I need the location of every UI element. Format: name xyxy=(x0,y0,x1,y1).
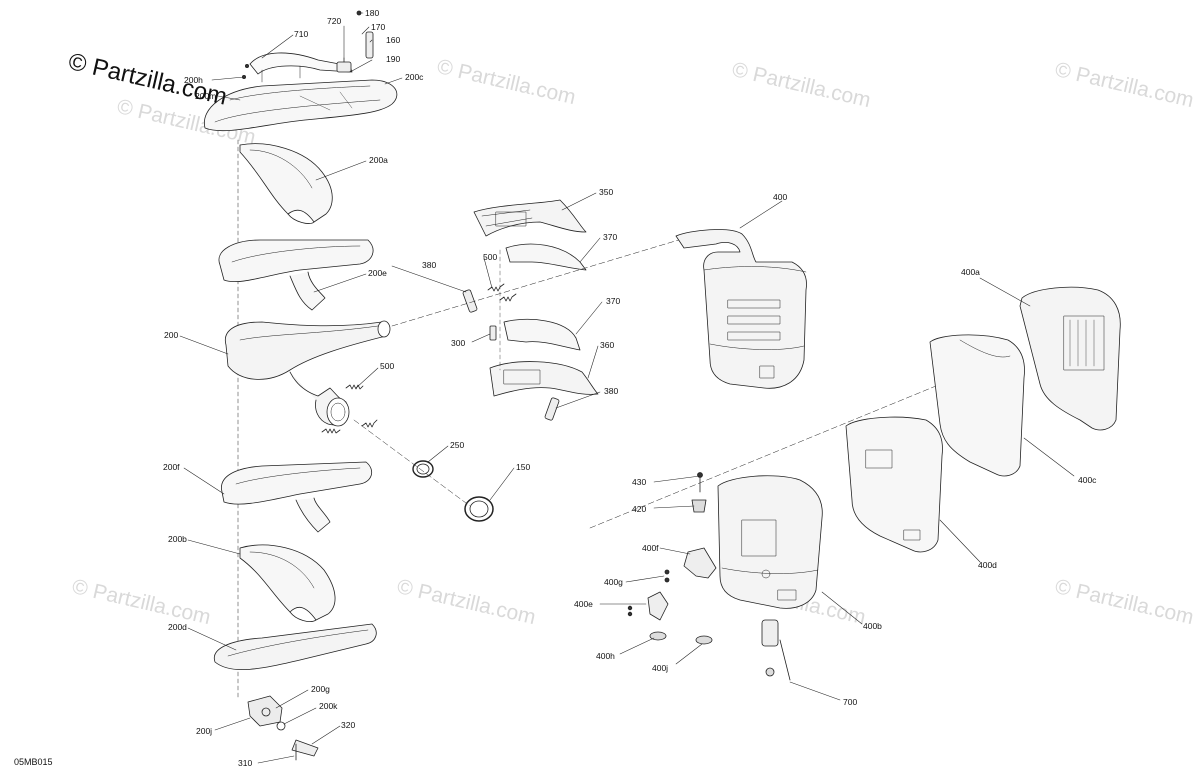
callout-200m: 200m xyxy=(195,91,217,101)
callout-380-lower: 380 xyxy=(604,386,619,396)
callout-400e: 400e xyxy=(574,599,593,609)
callout-180: 180 xyxy=(365,8,380,18)
heat-wrap-370-lower xyxy=(503,319,581,351)
callout-300: 300 xyxy=(451,338,466,348)
callout-420: 420 xyxy=(632,504,647,514)
washers-400g xyxy=(664,569,670,583)
clip-160 xyxy=(365,31,374,59)
callout-400: 400 xyxy=(773,192,788,202)
heat-shield-200c xyxy=(203,79,398,132)
assembly-line-muffler xyxy=(391,235,693,327)
callout-700: 700 xyxy=(843,697,858,707)
callout-200b: 200b xyxy=(168,534,187,544)
gasket-250 xyxy=(412,460,434,478)
callout-250: 250 xyxy=(450,440,465,450)
callout-370-lower: 370 xyxy=(606,296,621,306)
callout-500-left: 500 xyxy=(380,361,395,371)
callout-500-centre: 500 xyxy=(483,252,498,262)
sensor-bracket-700 xyxy=(761,619,791,681)
callout-400d: 400d xyxy=(978,560,997,570)
bolt-200h xyxy=(241,64,249,80)
heat-shield-200a xyxy=(239,143,333,224)
heat-shield-200f xyxy=(221,461,373,533)
muffler-cover-400d xyxy=(845,416,943,553)
callout-190: 190 xyxy=(386,54,401,64)
callout-720: 720 xyxy=(327,16,342,26)
muffler-400 xyxy=(675,229,807,389)
callout-400f: 400f xyxy=(642,543,659,553)
callout-200f: 200f xyxy=(163,462,180,472)
callout-400h: 400h xyxy=(596,651,615,661)
callout-310: 310 xyxy=(238,758,253,768)
callout-200h: 200h xyxy=(184,75,203,85)
callout-170: 170 xyxy=(371,22,386,32)
callout-360: 360 xyxy=(600,340,615,350)
expansion-chamber-200 xyxy=(224,320,391,427)
muffler-cover-400a xyxy=(1019,286,1121,431)
callout-710: 710 xyxy=(294,29,309,39)
rubber-mount-400j xyxy=(695,635,713,645)
callout-400a: 400a xyxy=(961,267,980,277)
callout-320: 320 xyxy=(341,720,356,730)
spring-500 xyxy=(321,384,378,434)
callout-380-upper: 380 xyxy=(422,260,437,270)
bracket-320 xyxy=(291,739,319,761)
muffler-cover-400b xyxy=(717,475,823,609)
callout-400b: 400b xyxy=(863,621,882,631)
callout-200a: 200a xyxy=(369,155,388,165)
callout-200d: 200d xyxy=(168,622,187,632)
callout-400j: 400j xyxy=(652,663,669,673)
heat-shield-200e xyxy=(218,239,374,311)
callout-160: 160 xyxy=(386,35,401,45)
callout-350: 350 xyxy=(599,187,614,197)
heat-wrap-370-upper xyxy=(505,243,587,271)
tailpipe-350 xyxy=(473,199,587,237)
gasket-300 xyxy=(489,325,497,341)
callout-150: 150 xyxy=(516,462,531,472)
mount-bracket-200g xyxy=(247,695,286,731)
assembly-line-covers xyxy=(589,371,971,529)
clamp-380 xyxy=(462,289,560,421)
heat-shield-200d xyxy=(213,623,377,671)
callout-400g: 400g xyxy=(604,577,623,587)
grommet-420 xyxy=(691,499,707,513)
ring-150 xyxy=(464,496,494,522)
callout-200k: 200k xyxy=(319,701,338,711)
callout-200g: 200g xyxy=(311,684,330,694)
callout-200: 200 xyxy=(164,330,179,340)
spring-clamp-720 xyxy=(336,57,352,73)
callout-200c: 200c xyxy=(405,72,424,82)
bracket-710 xyxy=(249,52,353,83)
assembly-line-gasket xyxy=(353,419,471,507)
callout-370-upper: 370 xyxy=(603,232,618,242)
callout-200e: 200e xyxy=(368,268,387,278)
bracket-400e xyxy=(627,591,669,621)
heat-shield-200b xyxy=(239,544,336,622)
leader-lines xyxy=(179,12,1075,764)
diagram-code: 05MB015 xyxy=(14,757,53,767)
springs-500-centre xyxy=(487,283,517,302)
callout-430: 430 xyxy=(632,477,647,487)
muffler-cover-400c xyxy=(929,334,1025,477)
callout-400c: 400c xyxy=(1078,475,1097,485)
callout-200j: 200j xyxy=(196,726,213,736)
bracket-400f xyxy=(683,547,717,579)
tailpipe-360 xyxy=(489,361,599,397)
